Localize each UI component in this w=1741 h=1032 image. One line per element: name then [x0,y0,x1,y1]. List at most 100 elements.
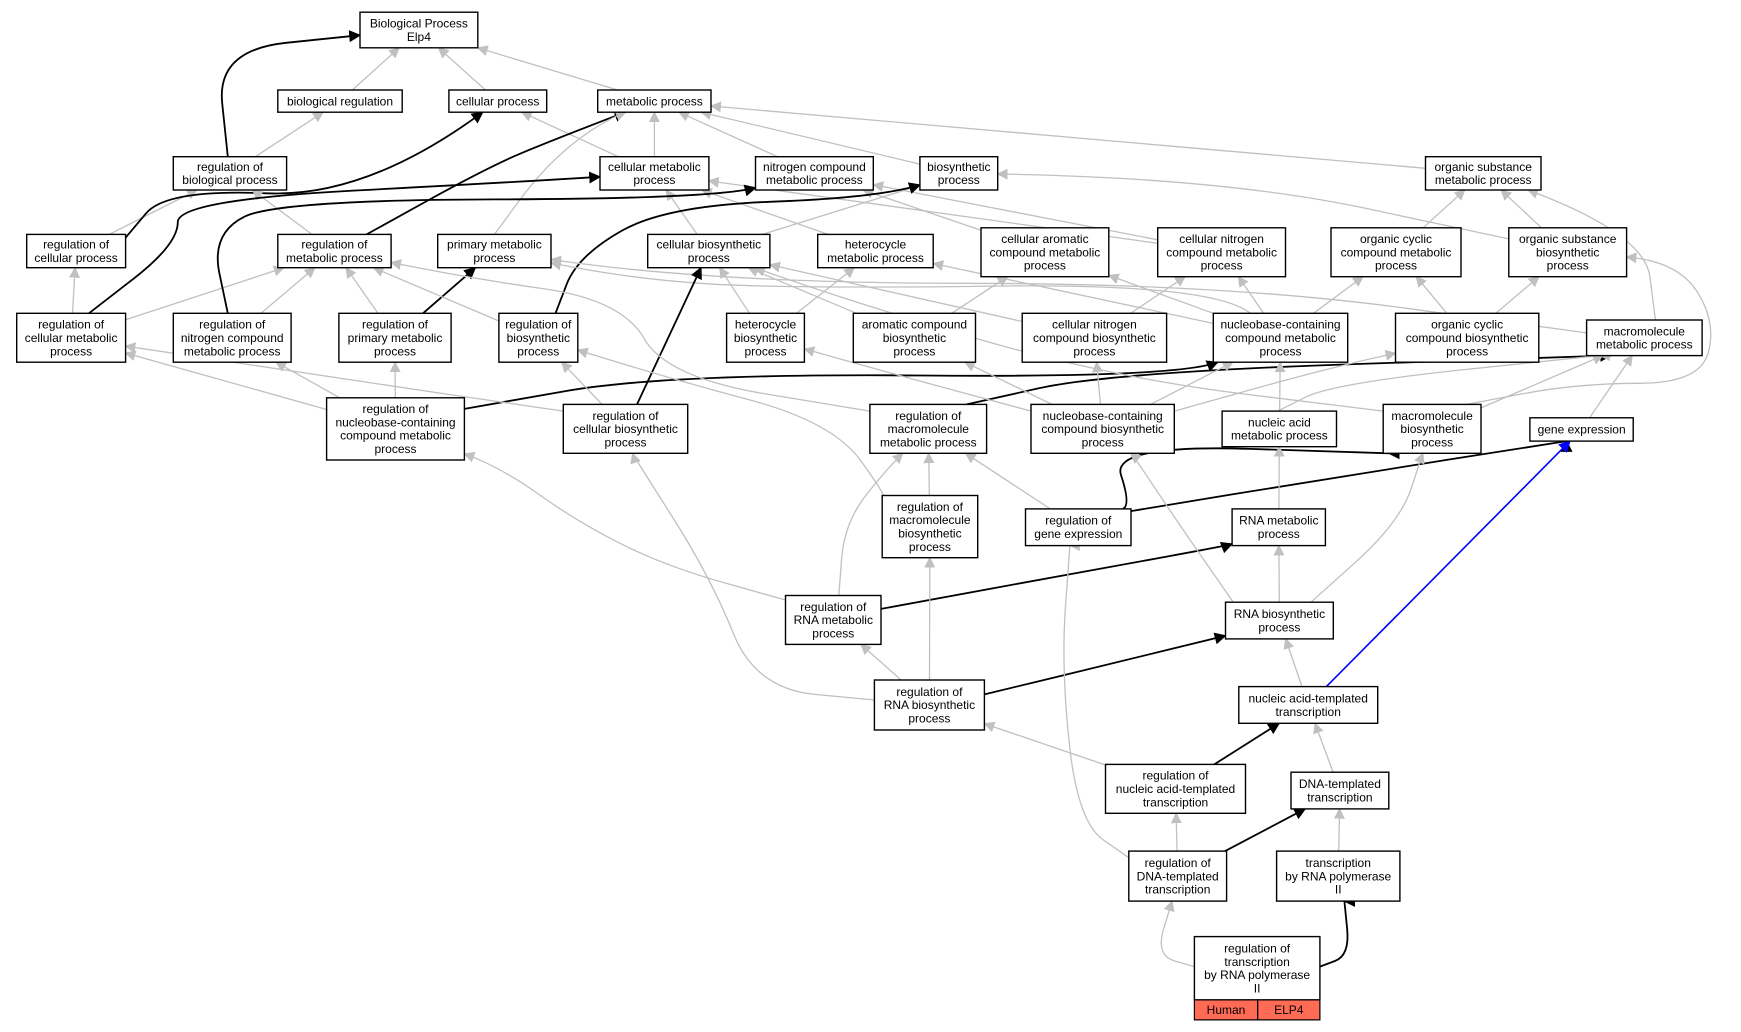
node-label-line: compound biosynthetic [1041,422,1164,436]
node-box [26,233,127,269]
edge-regcell-to-cellproc [124,111,484,239]
edge-regmet-to-metproc [366,110,627,236]
node-label-line: macromolecule [1604,324,1686,338]
edge-arombio-to-cellbio [747,266,857,314]
node-label-line: metabolic process [184,344,281,358]
edge-orgsubbio-to-orgsub [1500,189,1542,229]
node-label-line: metabolic process [286,251,383,265]
node-label-line: RNA metabolic [1239,514,1318,528]
node-label-line: process [633,173,675,187]
node-cellproc[interactable]: cellular process [448,89,548,113]
node-label-line: organic substance [1519,232,1617,246]
edge-dnatrans-to-nactrans [1313,722,1334,773]
edge-regnit-to-regmet [260,267,316,314]
edge-nucmet-to-cellarom [1107,273,1214,314]
edge-reggene-to-geneexp [1130,436,1568,512]
node-box [1424,155,1542,191]
node-box [277,233,392,269]
node-label-line: nucleobase-containing [335,415,455,429]
gene-tag-1: ELP4 [1257,999,1321,1021]
edge-regnac-to-nactrans [1213,722,1281,766]
node-box [852,312,977,363]
edge-primet-to-metproc [493,110,627,235]
node-box [1382,403,1482,454]
node-regnuc[interactable]: regulation ofnucleobase-containingcompou… [325,397,466,461]
node-label-line: macromolecule [1391,409,1473,423]
gene-tag-label: ELP4 [1274,1003,1304,1017]
node-bioreg[interactable]: biological regulation [277,89,403,113]
node-box [498,312,579,363]
node-label-line: compound metabolic [1341,245,1452,259]
edge-regprim-to-regmet [345,266,379,314]
node-label-line: organic cyclic [1360,232,1432,246]
edge-orgcycbio-to-orgcyc [1415,275,1448,314]
node-label-line: DNA-templated [1299,777,1381,791]
node-label-line: regulation of [301,238,368,252]
node-label-line: process [1547,259,1589,273]
edge-reggene-to-regmacmet [964,452,1051,510]
edge-macbio-to-orgsubbio [1466,252,1712,406]
edge-transpol-to-dnatrans [1333,807,1345,852]
node-regmacbio[interactable]: regulation ofmacromoleculebiosyntheticpr… [881,494,979,559]
edge-nactrans-to-rnabio [1283,637,1303,687]
node-label-line: process [1411,435,1453,449]
node-label-line: regulation of [1145,856,1212,870]
node-label-line: cellular aromatic [1001,232,1088,246]
edge-hetbio-to-cellbio [719,266,751,314]
node-box [1585,319,1703,357]
node-label-line: process [50,344,92,358]
edge-regmacmet-to-regmet [390,259,871,412]
node-label-line: compound biosynthetic [1033,331,1156,345]
node-label-line: compound biosynthetic [1406,331,1529,345]
node-label-line: regulation of [43,238,110,252]
node-label-line: process [908,712,950,726]
node-geneexp[interactable]: gene expression [1529,417,1634,442]
node-box [1212,312,1349,363]
node-metproc[interactable]: metabolic process [597,89,712,113]
node-label-line: biosynthetic [898,527,961,541]
edge-cellproc-to-bp [437,47,486,91]
node-box [784,594,882,646]
